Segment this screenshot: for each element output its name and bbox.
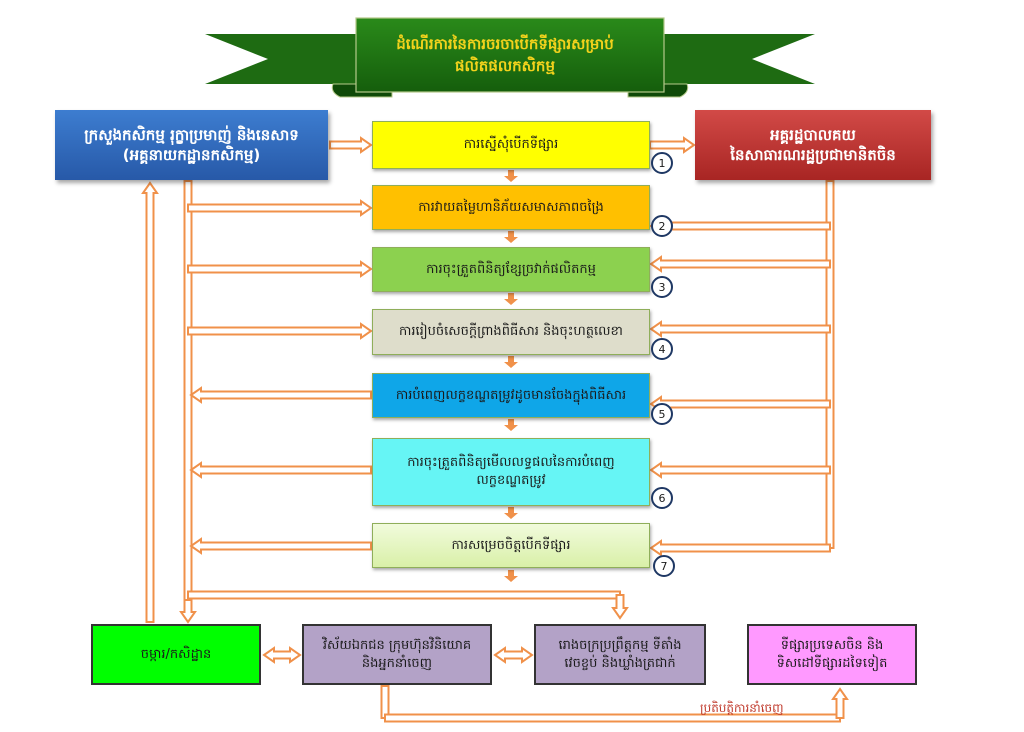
arrow-step5-to-step6 — [504, 419, 518, 431]
step-number-badge: 3 — [651, 276, 673, 298]
arrow-china-to-step3 — [649, 255, 831, 273]
arrow-step2-to-step3 — [504, 231, 518, 243]
right-trunk-line — [825, 180, 835, 549]
arrow-step6-to-step7 — [504, 507, 518, 519]
arrow-step6-to-ministry — [189, 461, 372, 479]
processing-packing-label-cont: វេចខ្ចប់ និងឃ្លាំងត្រជាក់ — [564, 655, 676, 671]
diagram-title-line1: ដំណើរការនៃការចរចាបើកទីផ្សារសម្រាប់ — [396, 34, 614, 53]
step-label: ការសម្រេចចិត្តបើកទីផ្សារ — [451, 537, 571, 553]
processing-packing-label: រោងចក្រប្រព្រឹត្តកម្ម ទីតាំង — [558, 637, 682, 653]
private-sector-label: វិស័យឯកជន ក្រុមហ៊ុនវិនិយោគ — [322, 637, 472, 653]
processing-packing-box: រោងចក្រប្រព្រឹត្តកម្ម ទីតាំង វេចខ្ចប់ និ… — [534, 624, 706, 685]
banner-center — [355, 17, 665, 93]
arrow-china-to-step6 — [649, 461, 831, 479]
arrow-ministry-to-step3 — [187, 260, 373, 278]
banner-right-tail — [625, 34, 815, 84]
left-trunk-line — [183, 180, 193, 601]
banner-left-tail — [205, 34, 395, 84]
private-sector-label-cont: និងអ្នកនាំចេញ — [361, 655, 433, 671]
step7-branch-line — [187, 590, 621, 600]
arrow-farm-to-ministry — [141, 181, 159, 623]
export-path-down — [380, 685, 390, 719]
title-banner — [205, 17, 815, 98]
step-number-badge: 6 — [651, 487, 673, 509]
target-markets-label: ទីផ្សារប្រទេសចិន និង — [780, 637, 884, 653]
arrow-ministry-to-step2 — [187, 199, 373, 217]
private-sector-box: វិស័យឯកជន ក្រុមហ៊ុនវិនិយោគ និងអ្នកនាំចេញ — [302, 624, 492, 685]
arrow-branch-to-processing — [611, 594, 629, 620]
arrow-step7-to-ministry — [189, 537, 372, 555]
diagram-title: ដំណើរការនៃការចរចាបើកទីផ្សារសម្រាប់ ផលិតផ… — [360, 22, 650, 88]
arrow-step4-to-step5 — [504, 356, 518, 368]
arrow-export-to-markets — [831, 687, 849, 719]
step-number-badge: 7 — [653, 555, 675, 577]
cambodia-ministry-name: ក្រសួងកសិកម្ម រុក្ខាប្រមាញ់ និងនេសាទ — [84, 125, 299, 144]
arrow-step1-to-step2 — [504, 170, 518, 182]
cambodia-ministry-box: ក្រសួងកសិកម្ម រុក្ខាប្រមាញ់ និងនេសាទ (អគ… — [55, 110, 328, 180]
farm-label: ចម្ការ/កសិដ្ឋាន — [140, 646, 212, 662]
step-5-fulfil-protocol-requirements: ការបំពេញលក្ខខណ្ឌតម្រូវដូចមានចែងក្នុងពិធី… — [372, 373, 650, 418]
arrow-farm-private-sector — [262, 646, 302, 664]
step-2-pest-risk-analysis: ការវាយតម្លៃហានិភ័យសមាសភាពចង្រៃ — [372, 185, 650, 230]
step-label-cont: លក្ខខណ្ឌតម្រូវ — [476, 473, 546, 488]
arrow-private-sector-processing — [493, 646, 534, 664]
arrow-step1-to-china-customs — [649, 136, 696, 154]
step-number-badge: 5 — [651, 403, 673, 425]
arrow-china-to-step7 — [649, 539, 831, 557]
arrow-china-to-step2 — [649, 217, 831, 235]
target-markets-label-cont: ទិសដៅទីផ្សារដទៃទៀត — [776, 655, 888, 671]
step-number-badge: 1 — [651, 152, 673, 174]
step-label: ការចុះត្រួតពិនិត្យមើលលទ្ធផលនៃការបំពេញ — [407, 455, 615, 471]
arrow-ministry-to-step1 — [329, 136, 373, 154]
step-number-badge: 2 — [651, 215, 673, 237]
arrow-ministry-to-step4 — [187, 322, 373, 340]
arrow-china-to-step4 — [649, 320, 831, 338]
step-label: ការស្នើសុំបើកទីផ្សារ — [463, 137, 559, 153]
arrow-china-to-step5 — [649, 395, 831, 413]
export-operation-label: ប្រតិបត្តិការនាំចេញ — [700, 701, 784, 715]
target-markets-box: ទីផ្សារប្រទេសចិន និង ទិសដៅទីផ្សារដទៃទៀត — [747, 624, 917, 685]
step-label: ការរៀបចំសេចក្តីព្រាងពិធីសារ និងចុះហត្ថលេ… — [399, 324, 623, 340]
step-label: ការវាយតម្លៃហានិភ័យសមាសភាពចង្រៃ — [418, 199, 604, 215]
step-3-production-chain-inspection: ការចុះត្រួតពិនិត្យខ្សែច្រវាក់ផលិតកម្ម — [372, 247, 650, 292]
arrow-step5-to-ministry — [189, 386, 372, 404]
diagram-title-line2: ផលិតផលកសិកម្ម — [455, 57, 555, 75]
arrow-ministry-to-farm — [179, 599, 197, 624]
step-1-market-access-request: ការស្នើសុំបើកទីផ្សារ — [372, 121, 650, 169]
step-label: ការចុះត្រួតពិនិត្យខ្សែច្រវាក់ផលិតកម្ម — [426, 261, 596, 277]
step-label: ការបំពេញលក្ខខណ្ឌតម្រូវដូចមានចែងក្នុងពិធី… — [395, 387, 627, 403]
step-number-badge: 4 — [651, 338, 673, 360]
step-4-protocol-drafting-signing: ការរៀបចំសេចក្តីព្រាងពិធីសារ និងចុះហត្ថលេ… — [372, 309, 650, 355]
china-customs-name: អគ្គរដ្ឋបាលគយ — [770, 125, 856, 144]
china-customs-country: នៃសាធារណរដ្ឋប្រជាមានិតចិន — [730, 146, 896, 164]
arrow-step3-to-step4 — [504, 293, 518, 305]
china-customs-box: អគ្គរដ្ឋបាលគយ នៃសាធារណរដ្ឋប្រជាមានិតចិន — [695, 110, 931, 180]
step-6-compliance-inspection: ការចុះត្រួតពិនិត្យមើលលទ្ធផលនៃការបំពេញ លក… — [372, 438, 650, 506]
arrow-step7-down — [504, 570, 518, 582]
step-7-market-opening-decision: ការសម្រេចចិត្តបើកទីផ្សារ — [372, 523, 650, 568]
cambodia-ministry-department: (អគ្គនាយកដ្ឋានកសិកម្ម) — [122, 146, 261, 164]
farm-box: ចម្ការ/កសិដ្ឋាន — [91, 624, 261, 685]
